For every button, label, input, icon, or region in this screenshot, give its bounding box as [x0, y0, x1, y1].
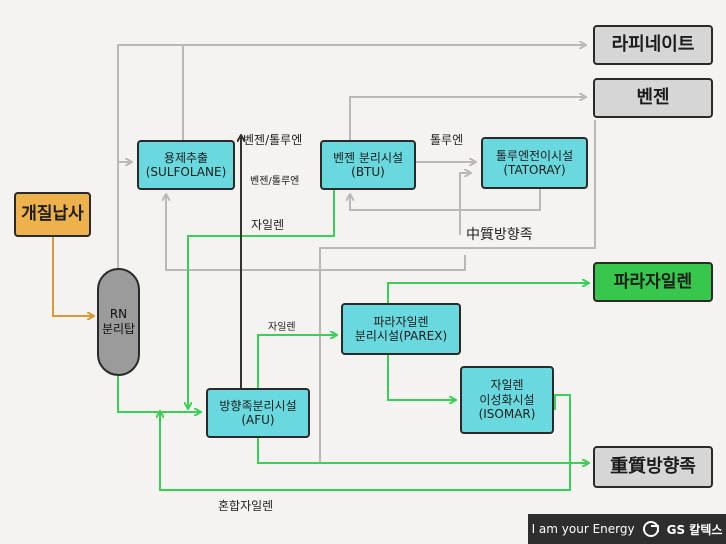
sulfolane-label-1: 용제추출: [163, 150, 209, 165]
line-parex-to-paraxylene: [387, 283, 588, 305]
afu-box: 방향족분리시설 (AFU): [206, 388, 310, 438]
brand-text: GS 칼텍스: [666, 522, 723, 537]
isomar-label-1: 자일렌: [490, 378, 524, 393]
line-btu-xylene: [188, 188, 335, 408]
isomar-label-2: 이성화시설: [479, 392, 535, 407]
tatoray-label-1: 톨루엔전이시설: [495, 148, 574, 163]
gs-logo-icon: [642, 521, 659, 537]
line-naphtha-to-rn: [52, 237, 93, 316]
line-afu-to-parex: [257, 335, 336, 388]
line-btu-to-benzene: [349, 97, 585, 140]
benzene-label: 벤젠: [636, 87, 670, 109]
paraxylene-label: 파라자일렌: [613, 271, 693, 292]
slogan-text: I am your Energy: [531, 522, 635, 536]
sulfolane-label-2: (SULFOLANE): [145, 165, 227, 179]
line-medium-aromatics: [459, 173, 470, 235]
line-tatoray-back: [350, 188, 541, 211]
line-loop-sulfolane: [166, 195, 466, 271]
isomar-label-3: (ISOMAR): [478, 407, 536, 422]
rn-label-1: RN: [109, 307, 128, 321]
line-rn-to-afu: [117, 376, 200, 412]
tatoray-label-2: (TATORAY): [503, 163, 566, 177]
parex-label-1: 파라자일렌: [373, 314, 429, 329]
brand-footer: I am your Energy GS 칼텍스: [528, 514, 726, 544]
rn-splitter: RN 분리탑: [97, 268, 140, 376]
tatoray-box: 톨루엔전이시설 (TATORAY): [481, 137, 588, 189]
line-mixed-xylene: [160, 412, 571, 491]
edge-label-toluene: 톨루엔: [430, 133, 464, 147]
line-afu-to-heavy: [257, 438, 588, 463]
btu-label-1: 벤젠 분리시설: [332, 150, 404, 165]
raffinate-box: 라피네이트: [593, 25, 713, 65]
btu-box: 벤젠 분리시설 (BTU): [320, 140, 416, 190]
line-parex-to-isomar: [387, 355, 455, 400]
edge-label-mixed-xylene: 혼합자일렌: [218, 499, 274, 513]
parex-box: 파라자일렌 분리시설(PAREX): [341, 303, 461, 355]
line-isomar-to-heavy: [554, 394, 571, 462]
sulfolane-box: 용제추출 (SULFOLANE): [137, 140, 235, 190]
btu-label-2: (BTU): [351, 165, 385, 179]
parex-label-2: 분리시설(PAREX): [354, 329, 448, 343]
afu-label-2: (AFU): [241, 413, 275, 427]
line-rn-to-raffinate: [117, 45, 585, 268]
edge-label-xylene: 자일렌: [251, 218, 285, 232]
naphtha-label: 개질납사: [21, 204, 84, 225]
edge-label-medium-aromatics: 中質방향족: [466, 227, 533, 243]
heavy-aromatics-box: 重質방향족: [593, 446, 713, 488]
naphtha-box: 개질납사: [14, 192, 91, 237]
afu-label-1: 방향족분리시설: [219, 398, 297, 413]
edge-label-xylene-small: 자일렌: [268, 322, 296, 333]
raffinate-label: 라피네이트: [611, 34, 695, 56]
heavy-aromatics-label: 重質방향족: [610, 456, 696, 478]
isomar-box: 자일렌 이성화시설 (ISOMAR): [460, 366, 554, 434]
paraxylene-box: 파라자일렌: [593, 262, 713, 302]
edge-label-benzene-toluene-small: 벤젠/톨루엔: [250, 176, 300, 187]
line-afu-btu: [319, 120, 596, 463]
rn-label-2: 분리탑: [101, 322, 136, 336]
benzene-box: 벤젠: [593, 78, 713, 118]
edge-label-benzene-toluene: 벤젠/톨루엔: [243, 133, 303, 147]
